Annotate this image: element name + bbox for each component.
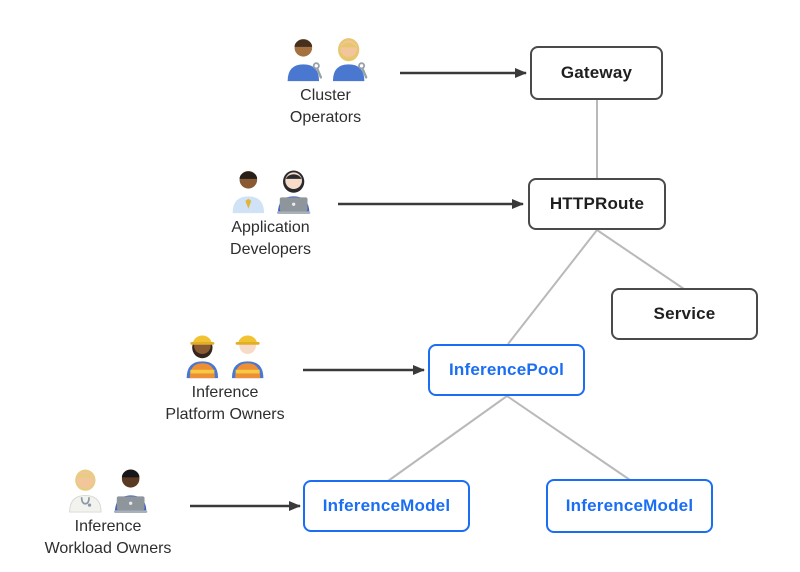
node-httproute: HTTPRoute [528, 178, 666, 230]
node-httproute-label: HTTPRoute [549, 194, 645, 213]
office-worker-and-technologist-icon [227, 165, 315, 214]
persona-cluster-operators-label: Cluster Operators [289, 87, 362, 126]
node-service-label: Service [653, 304, 716, 323]
node-service: Service [611, 288, 758, 340]
node-inferencemodel-left: InferenceModel [303, 480, 470, 532]
persona-inference-platform-owners: Inference Platform Owners [145, 330, 305, 426]
connector-inferencepool-inferencemodel-left [387, 395, 508, 482]
persona-inference-platform-owners-label: Inference Platform Owners [165, 384, 285, 423]
persona-inference-workload-owners: Inference Workload Owners [28, 464, 188, 560]
construction-workers-icon [181, 330, 269, 379]
connector-inferencepool-inferencemodel-right [506, 395, 631, 481]
node-inferencemodel-right: InferenceModel [546, 479, 713, 533]
persona-inference-workload-owners-label: Inference Workload Owners [44, 518, 172, 557]
node-gateway-label: Gateway [560, 63, 633, 82]
persona-cluster-operators: Cluster Operators [253, 33, 398, 129]
node-inferencepool: InferencePool [428, 344, 585, 396]
persona-application-developers-label: Application Developers [230, 219, 311, 258]
health-worker-and-technologist-icon [64, 464, 152, 513]
node-gateway: Gateway [530, 46, 663, 100]
node-inferencemodel-right-label: InferenceModel [565, 496, 694, 515]
node-inferencemodel-left-label: InferenceModel [322, 496, 451, 515]
connector-httproute-service [596, 229, 685, 290]
persona-application-developers: Application Developers [198, 165, 343, 261]
connector-httproute-inferencepool [507, 229, 598, 345]
mechanics-icon [282, 33, 370, 82]
node-inferencepool-label: InferencePool [448, 360, 565, 379]
